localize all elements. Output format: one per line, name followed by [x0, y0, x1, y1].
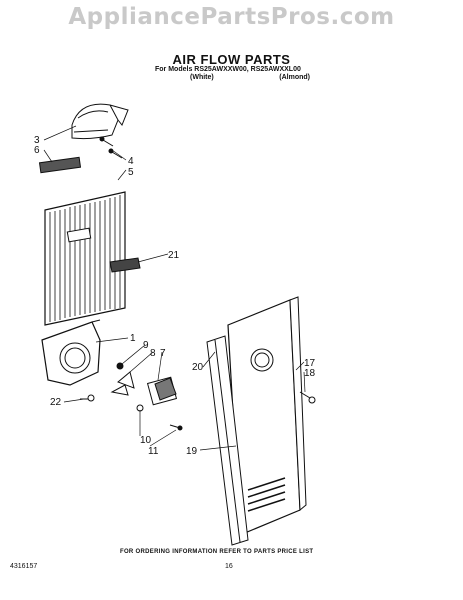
callout-3: 3	[34, 135, 40, 146]
leader-lines	[43, 125, 306, 451]
callout-11: 11	[148, 446, 159, 457]
page-title: AIR FLOW PARTS	[172, 52, 291, 67]
fan-motor-assembly	[110, 362, 183, 431]
variant-white: (White)	[190, 74, 214, 81]
document-part-number: 4316157	[10, 563, 38, 570]
callout-17: 17	[304, 358, 316, 369]
bracket-21	[109, 257, 141, 273]
callout-10: 10	[140, 435, 152, 446]
screw-17-18	[299, 391, 316, 404]
callout-9: 9	[143, 340, 149, 351]
watermark: AppliancePartsPros.com	[68, 4, 395, 30]
callout-5: 5	[128, 167, 134, 178]
air-duct-cover	[227, 296, 307, 536]
callout-1: 1	[130, 333, 136, 344]
ordering-reference: FOR ORDERING INFORMATION REFER TO PARTS …	[120, 549, 314, 555]
gasket-20	[206, 335, 249, 546]
screw-22	[80, 394, 95, 402]
callout-8: 8	[150, 348, 156, 359]
air-tower	[44, 191, 126, 326]
damper	[38, 156, 82, 174]
callout-7: 7	[160, 348, 166, 359]
page-number: 16	[225, 563, 233, 570]
fan-housing	[41, 319, 101, 386]
callout-19: 19	[186, 446, 198, 457]
callout-18: 18	[304, 368, 316, 379]
callout-4: 4	[128, 156, 134, 167]
model-numbers: For Models RS25AWXXW00, RS25AWXXL00	[155, 66, 301, 73]
variant-almond: (Almond)	[279, 74, 310, 81]
air-duct-cap	[71, 103, 129, 140]
color-variants: (White) (Almond)	[190, 74, 310, 81]
callout-22: 22	[50, 397, 62, 408]
callout-6: 6	[34, 145, 40, 156]
callout-21: 21	[168, 250, 180, 261]
callout-20: 20	[192, 362, 204, 373]
